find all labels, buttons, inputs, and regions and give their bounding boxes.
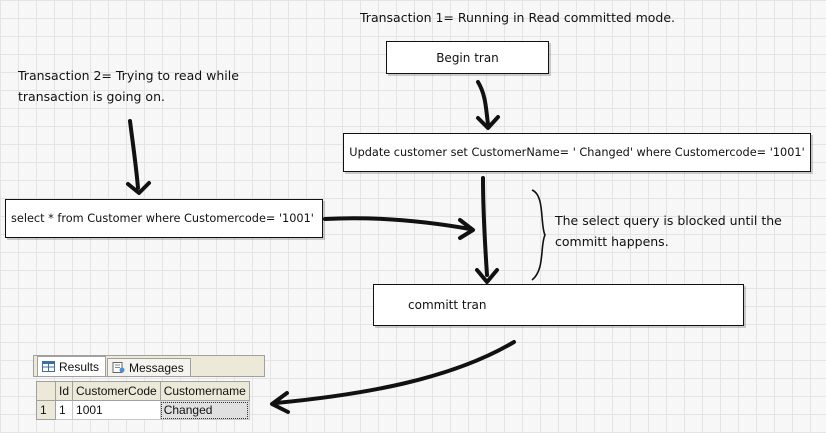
tab-messages-label: Messages (129, 360, 184, 375)
commit-tran-label: committ tran (408, 298, 487, 312)
begin-tran-label: Begin tran (436, 50, 499, 65)
select-statement-label: select * from Customer where Customercod… (11, 212, 314, 225)
results-tabbar: Results Messages (33, 355, 265, 377)
commit-tran-box: committ tran (373, 284, 744, 326)
select-statement-box: select * from Customer where Customercod… (5, 199, 323, 238)
results-grid: Id CustomerCode Customername 1 1 1001 Ch… (36, 381, 250, 420)
cell-id[interactable]: 1 (54, 400, 74, 420)
transaction1-note: Transaction 1= Running in Read committed… (360, 10, 675, 25)
grid-icon (42, 361, 55, 372)
begin-to-update-arrow (476, 80, 490, 126)
blocked-note: The select query is blocked until the co… (555, 213, 782, 249)
messages-icon (112, 362, 125, 373)
cell-customercode[interactable]: 1001 (72, 400, 161, 420)
header-customername: Customername (159, 381, 250, 401)
header-id: Id (54, 381, 74, 401)
commit-to-results-arrow (274, 340, 516, 405)
transaction2-down-arrow (128, 119, 140, 190)
select-to-update-arrow (323, 216, 472, 231)
tab-messages[interactable]: Messages (107, 358, 191, 376)
header-rownum (36, 381, 56, 401)
header-customercode: CustomerCode (72, 381, 161, 401)
grid-header-row: Id CustomerCode Customername (36, 381, 250, 401)
tab-results-label: Results (59, 359, 100, 374)
update-to-commit-arrow (481, 176, 489, 277)
transaction2-note: Transaction 2= Trying to read while tran… (18, 68, 239, 104)
blocked-brace (531, 189, 546, 281)
begin-tran-box: Begin tran (386, 41, 549, 74)
update-statement-label: Update customer set CustomerName= ' Chan… (349, 146, 805, 159)
row-number: 1 (36, 400, 56, 420)
cell-customername[interactable]: Changed (159, 400, 250, 420)
tab-results[interactable]: Results (37, 356, 107, 376)
update-statement-box: Update customer set CustomerName= ' Chan… (343, 133, 811, 172)
results-panel: Results Messages Id CustomerCode Custome… (33, 355, 265, 425)
table-row[interactable]: 1 1 1001 Changed (36, 400, 250, 420)
